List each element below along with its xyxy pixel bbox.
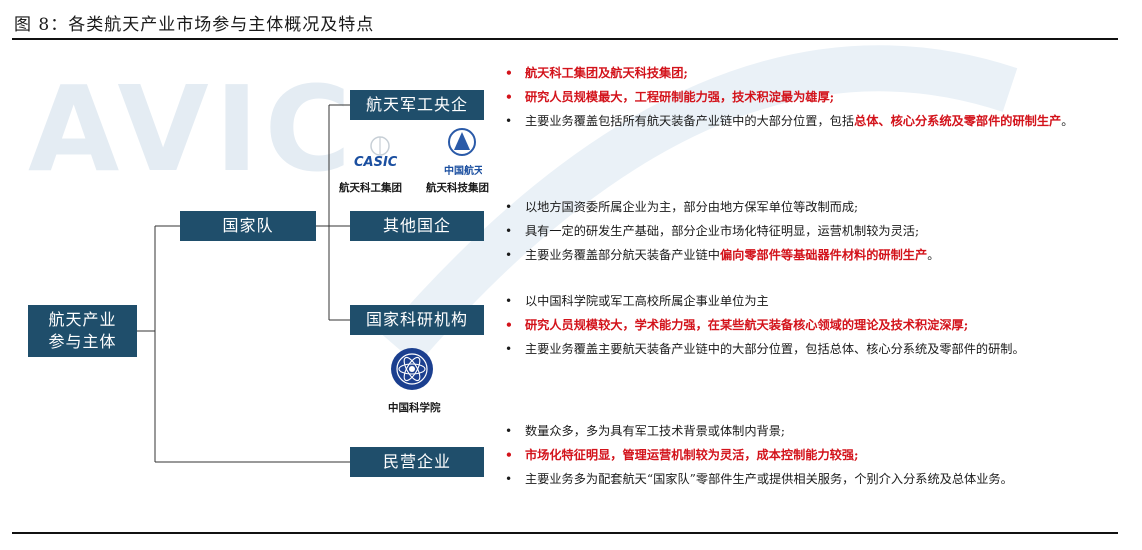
bullet-research-1: •以中国科学院或军工高校所属企事业单位为主 [505,294,769,308]
top-rule [12,38,1118,40]
cnsa-caption: 航天科技集团 [426,182,489,194]
cnsa-mark: 中国航天 [444,164,482,177]
bullet-other-soe-2: •具有一定的研发生产基础，部分企业市场化特征明显，运营机制较为灵活; [505,224,920,238]
cnsa-logo: 中国航天 [444,128,482,177]
root-node: 航天产业 参与主体 [28,305,137,357]
bullet-research-3: •主要业务覆盖主要航天装备产业链中的大部分位置，包括总体、核心分系统及零部件的研… [505,342,1025,356]
bullet-private-1: •数量众多，多为具有军工技术背景或体制内背景; [505,424,786,438]
category-label: 其他国企 [382,216,451,236]
cas-caption: 中国科学院 [388,402,441,414]
bullet-other-soe-1: •以地方国资委所属企业为主，部分由地方保军单位等改制而成; [505,200,859,214]
bullet-other-soe-3: •主要业务覆盖部分航天装备产业链中偏向零部件等基础器件材料的研制生产。 [505,248,940,262]
casic-mark: CASIC [354,155,398,170]
root-label-line2: 参与主体 [48,332,117,351]
bottom-rule [12,532,1118,534]
casic-caption: 航天科工集团 [339,182,402,194]
avic-watermark: AVIC [28,60,358,198]
bullet-soe-3: •主要业务覆盖包括所有航天装备产业链中的大部分位置，包括总体、核心分系统及零部件… [505,114,1074,128]
category-node-research: 国家科研机构 [350,305,484,335]
category-node-private: 民营企业 [350,447,484,477]
bullet-private-3: •主要业务多为配套航天“国家队”零部件生产或提供相关服务，个别介入分系统及总体业… [505,472,1013,486]
cas-logo [391,348,433,390]
root-label-line1: 航天产业 [48,310,117,330]
category-label: 民营企业 [382,452,451,472]
bullet-private-2: •市场化特征明显，管理运营机制较为灵活，成本控制能力较强; [505,448,859,462]
category-label: 航天军工央企 [365,95,468,115]
watermark-arc [382,45,1018,360]
national-team-label: 国家队 [222,216,274,236]
figure-title: 图 8：各类航天产业市场参与主体概况及特点 [14,15,375,35]
category-node-other-soe: 其他国企 [350,211,484,241]
category-node-soe: 航天军工央企 [350,90,484,120]
bullet-research-2: •研究人员规模较大，学术能力强，在某些航天装备核心领域的理论及技术积淀深厚; [505,318,969,332]
casic-logo: CASIC [354,136,398,170]
category-label: 国家科研机构 [365,310,468,330]
bullet-soe-1: •航天科工集团及航天科技集团; [505,66,688,80]
bullet-soe-2: •研究人员规模最大，工程研制能力强，技术积淀最为雄厚; [505,90,835,104]
national-team-node: 国家队 [180,211,316,241]
